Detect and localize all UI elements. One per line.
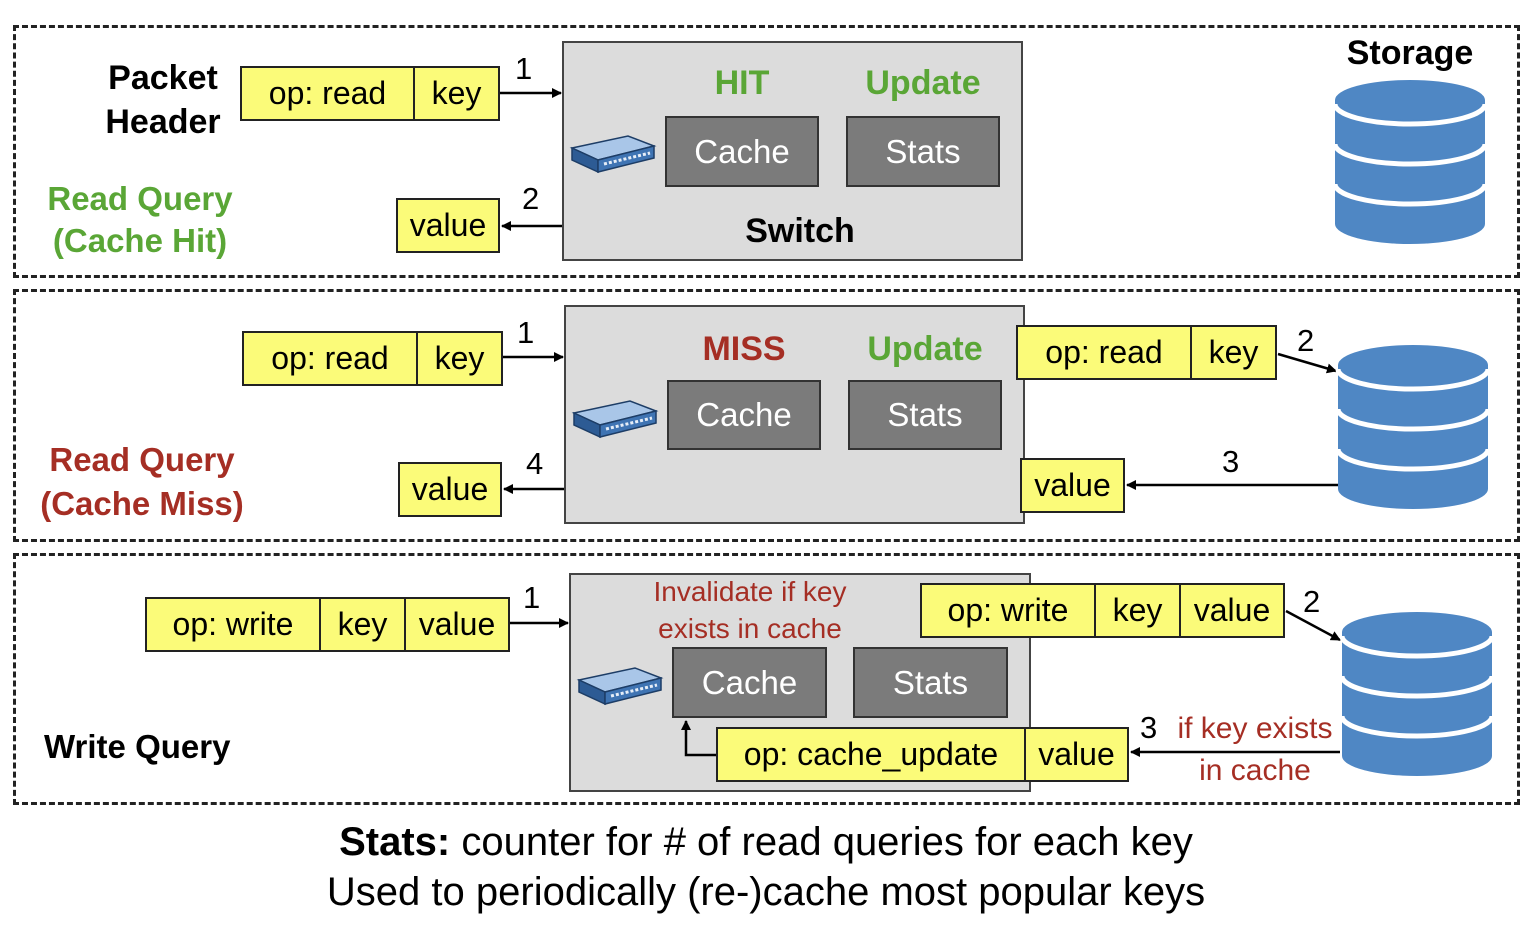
miss-cache-box: Cache — [667, 380, 821, 450]
hit-req-key: key — [413, 66, 500, 121]
write-fwd-key: key — [1094, 583, 1181, 638]
hit-status: HIT — [714, 64, 770, 102]
miss-step-3: 3 — [1222, 444, 1240, 479]
hit-cache-box: Cache — [665, 116, 819, 187]
miss-fwd-key: key — [1190, 325, 1277, 380]
write-req-op: op: write — [145, 597, 321, 652]
miss-req-key: key — [416, 331, 503, 386]
miss-resp-value: value — [398, 462, 502, 517]
hit-update-label: Update — [865, 64, 981, 102]
storage-label: Storage — [1346, 34, 1474, 72]
miss-step-4: 4 — [526, 446, 544, 481]
panel-write — [13, 553, 1520, 805]
write-invalidate-note: Invalidate if key exists in cache — [653, 576, 847, 644]
write-update-op: op: cache_update — [716, 727, 1026, 782]
write-fwd-value: value — [1179, 583, 1285, 638]
write-stats-box: Stats — [853, 647, 1008, 718]
panel-cache-miss — [13, 289, 1520, 542]
switch-label: Switch — [745, 212, 855, 250]
miss-storage-value: value — [1020, 458, 1125, 513]
footer-line-1: Stats: counter for # of read queries for… — [0, 820, 1532, 865]
write-update-value: value — [1024, 727, 1129, 782]
packet-header-label: Packet Header — [105, 59, 221, 141]
write-cache-box: Cache — [672, 647, 827, 718]
write-query-title: Write Query — [44, 728, 231, 765]
footer-stats-label: Stats: — [339, 820, 451, 864]
miss-fwd-op: op: read — [1016, 325, 1192, 380]
miss-stats-box: Stats — [848, 380, 1002, 450]
miss-update-label: Update — [867, 330, 983, 368]
hit-resp-value: value — [396, 198, 500, 253]
write-req-key: key — [319, 597, 406, 652]
hit-req-op: op: read — [240, 66, 415, 121]
panel-cache-hit — [13, 25, 1520, 278]
write-req-value: value — [404, 597, 510, 652]
hit-stats-box: Stats — [846, 116, 1000, 187]
footer-stats-description: counter for # of read queries for each k… — [450, 820, 1193, 864]
hit-step-1: 1 — [515, 51, 533, 86]
write-step-3: 3 — [1140, 710, 1158, 745]
miss-step-1: 1 — [517, 315, 535, 350]
hit-step-2: 2 — [522, 181, 540, 216]
miss-step-2: 2 — [1297, 323, 1315, 358]
hit-query-title: Read Query (Cache Hit) — [47, 180, 233, 259]
write-step-1: 1 — [523, 580, 541, 615]
write-condition-note: if key exists in cache — [1177, 712, 1333, 787]
miss-req-op: op: read — [242, 331, 418, 386]
write-fwd-op: op: write — [920, 583, 1096, 638]
footer-line-2: Used to periodically (re-)cache most pop… — [326, 870, 1206, 914]
miss-query-title: Read Query (Cache Miss) — [40, 441, 244, 522]
write-step-2: 2 — [1303, 584, 1321, 619]
miss-status: MISS — [702, 330, 786, 368]
